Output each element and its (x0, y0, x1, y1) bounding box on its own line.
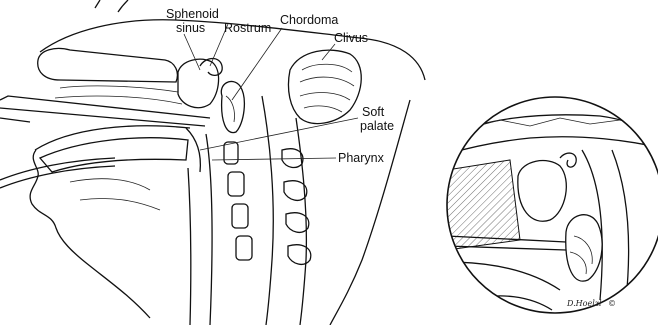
endotracheal-tube (0, 158, 115, 180)
soft-palate (186, 128, 200, 172)
magnified-inset: D.Hoelzl © (440, 97, 658, 313)
chordoma-mass (221, 81, 244, 132)
spinal-canal-front (262, 96, 273, 325)
label-pharynx: Pharynx (338, 151, 385, 165)
label-soft-palate-1: Soft (362, 105, 385, 119)
spinal-canal-back (296, 118, 306, 325)
artist-signature: D.Hoelzl (566, 299, 602, 308)
clivus-brainstem (288, 50, 361, 123)
label-chordoma: Chordoma (280, 13, 338, 27)
nasal-cavity-upper (38, 48, 178, 82)
label-sphenoid-sinus-2: sinus (176, 21, 205, 35)
posterior-neck (330, 100, 410, 325)
tongue (40, 138, 188, 172)
label-clivus: Clivus (334, 31, 368, 45)
retractor-shaft-upper (0, 96, 210, 118)
vertebrae (224, 142, 311, 264)
label-soft-palate-2: palate (360, 119, 394, 133)
retractor-shaft-lower (0, 108, 205, 126)
label-rostrum: Rostrum (224, 21, 271, 35)
label-sphenoid-sinus-1: Sphenoid (166, 7, 219, 21)
pharynx-wall (206, 134, 212, 325)
leader-lines (184, 24, 358, 160)
face-profile (30, 150, 150, 318)
copyright-icon: © (608, 299, 616, 308)
